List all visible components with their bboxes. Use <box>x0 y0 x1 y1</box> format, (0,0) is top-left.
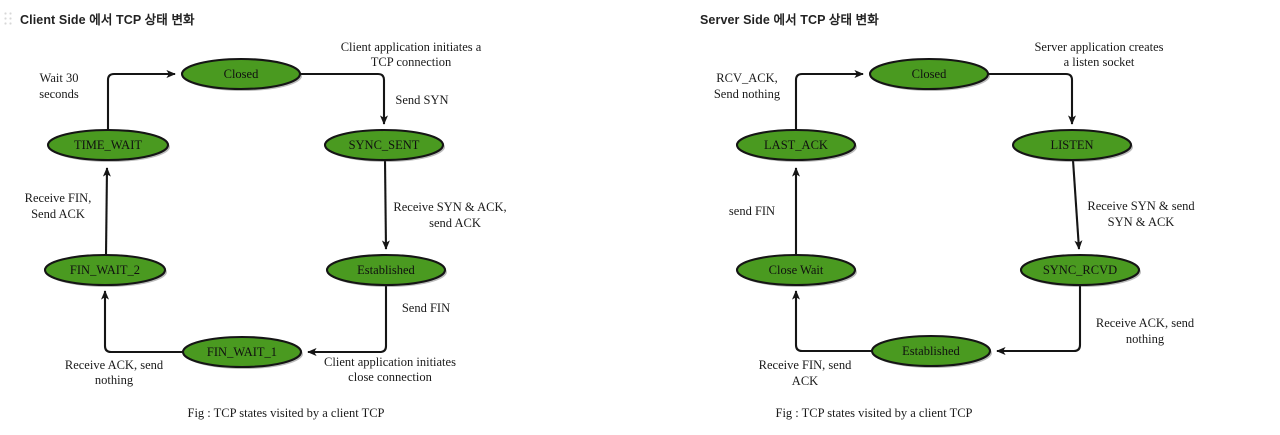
node-fin-wait-1[interactable]: FIN_WAIT_1 <box>181 335 303 369</box>
client-side-panel: Client Side 에서 TCP 상태 변화 C <box>4 9 507 420</box>
node-closed[interactable]: Closed <box>180 57 302 91</box>
node-closed[interactable]: Closed <box>868 57 990 91</box>
node-close-wait[interactable]: Close Wait <box>735 253 857 287</box>
node-fin-wait-1-label: FIN_WAIT_1 <box>207 345 277 359</box>
node-closed-label: Closed <box>912 67 947 81</box>
edge-label-ack: ACK <box>792 374 818 388</box>
client-panel-header: Client Side 에서 TCP 상태 변화 <box>4 9 195 28</box>
edge-label-receive-fin: Receive FIN, <box>25 191 92 205</box>
edge-listen-to-sync-rcvd <box>1071 159 1083 250</box>
edge-sync-sent-to-established <box>381 159 390 250</box>
node-fin-wait-2[interactable]: FIN_WAIT_2 <box>43 253 167 287</box>
node-fin-wait-2-label: FIN_WAIT_2 <box>70 263 140 277</box>
server-edges <box>792 70 1083 355</box>
node-sync-rcvd[interactable]: SYNC_RCVD <box>1019 253 1141 287</box>
server-panel-title: Server Side 에서 TCP 상태 변화 <box>700 13 879 27</box>
edge-label-receive-syn-send: Receive SYN & send <box>1087 199 1195 213</box>
edge-label-send-syn: Send SYN <box>395 93 448 107</box>
edge-label-tcp-connection: TCP connection <box>371 55 452 69</box>
edge-closed-to-listen <box>988 72 1076 125</box>
edge-established-to-close-wait <box>792 290 872 353</box>
edge-label-nothing: nothing <box>95 373 134 387</box>
server-nodes: Closed LISTEN SYNC_RCVD Established Clos <box>735 57 1141 368</box>
server-figure-caption: Fig : TCP states visited by a client TCP <box>776 406 973 420</box>
edge-label-send-nothing: Send nothing <box>714 87 781 101</box>
edge-label-receive-ack-send: Receive ACK, send <box>1096 316 1195 330</box>
edge-label-wait-30: Wait 30 <box>40 71 79 85</box>
edge-label-seconds: seconds <box>39 87 79 101</box>
edge-label-send-ack-upper: send ACK <box>429 216 481 230</box>
node-established-label: Established <box>902 344 960 358</box>
server-state-diagram: Closed LISTEN SYNC_RCVD Established Clos <box>714 40 1196 420</box>
node-established[interactable]: Established <box>325 253 447 287</box>
client-state-diagram: Closed SYNC_SENT Established FIN_WAIT_1 <box>25 40 507 420</box>
client-panel-title: Client Side 에서 TCP 상태 변화 <box>20 13 195 27</box>
client-figure-caption: Fig : TCP states visited by a client TCP <box>188 406 385 420</box>
edge-label-client-app-initiates: Client application initiates a <box>341 40 482 54</box>
node-last-ack[interactable]: LAST_ACK <box>735 128 857 162</box>
server-side-panel: Server Side 에서 TCP 상태 변화 C <box>640 0 1280 435</box>
node-closed-label: Closed <box>224 67 259 81</box>
client-nodes: Closed SYNC_SENT Established FIN_WAIT_1 <box>43 57 447 369</box>
edge-label-client-app-close: Client application initiates <box>324 355 456 369</box>
edge-label-syn-and-ack: SYN & ACK <box>1108 215 1175 229</box>
server-edge-labels: Server application creates a listen sock… <box>714 40 1196 388</box>
client-edges <box>101 70 390 356</box>
edge-label-send-fin: send FIN <box>729 204 775 218</box>
node-established[interactable]: Established <box>870 334 992 368</box>
edge-label-send-ack-lower: Send ACK <box>31 207 85 221</box>
node-time-wait[interactable]: TIME_WAIT <box>46 128 170 162</box>
edge-fin-wait-1-to-fin-wait-2 <box>101 290 183 354</box>
node-sync-rcvd-label: SYNC_RCVD <box>1043 263 1117 277</box>
edge-time-wait-to-closed <box>106 70 176 130</box>
node-sync-sent-label: SYNC_SENT <box>349 138 420 152</box>
server-panel-header: Server Side 에서 TCP 상태 변화 <box>700 9 879 28</box>
node-listen-label: LISTEN <box>1050 138 1093 152</box>
node-close-wait-label: Close Wait <box>769 263 824 277</box>
edge-sync-rcvd-to-established <box>996 285 1082 355</box>
edge-fin-wait-2-to-time-wait <box>102 167 111 256</box>
edge-last-ack-to-closed <box>794 70 864 130</box>
node-last-ack-label: LAST_ACK <box>764 138 828 152</box>
node-sync-sent[interactable]: SYNC_SENT <box>323 128 445 162</box>
edge-label-send-fin: Send FIN <box>402 301 450 315</box>
edge-label-listen-socket: a listen socket <box>1064 55 1135 69</box>
node-time-wait-label: TIME_WAIT <box>74 138 142 152</box>
edge-closed-to-sync-sent <box>300 72 388 125</box>
edge-label-receive-fin-send: Receive FIN, send <box>759 358 852 372</box>
edge-label-close-connection: close connection <box>348 370 432 384</box>
node-listen[interactable]: LISTEN <box>1011 128 1133 162</box>
node-established-label: Established <box>357 263 415 277</box>
client-edge-labels: Client application initiates a TCP conne… <box>25 40 507 387</box>
edge-label-server-app-creates: Server application creates <box>1034 40 1163 54</box>
edge-label-rcv-ack: RCV_ACK, <box>716 71 777 85</box>
edge-label-receive-ack-send: Receive ACK, send <box>65 358 164 372</box>
edge-label-nothing: nothing <box>1126 332 1165 346</box>
edge-established-to-fin-wait-1 <box>307 285 388 356</box>
edge-label-receive-syn-ack: Receive SYN & ACK, <box>393 200 506 214</box>
drag-handle-icon[interactable] <box>4 11 12 26</box>
